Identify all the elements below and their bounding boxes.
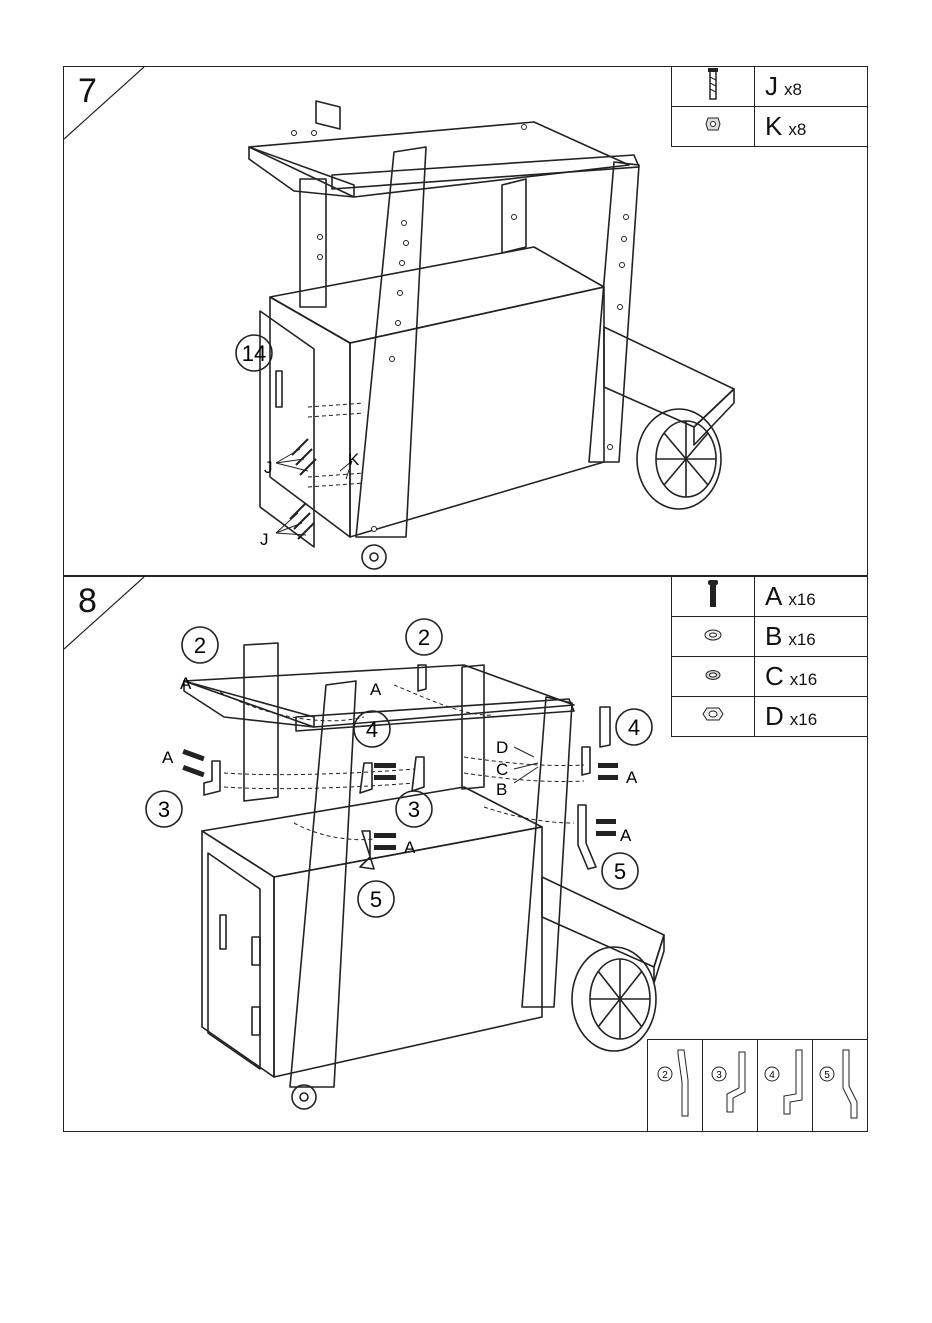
bracket-2-icon [678, 1050, 688, 1116]
cabinet-front [350, 287, 604, 537]
bracket-3-icon [727, 1052, 745, 1112]
hardware-label-a: A [626, 768, 638, 787]
caster-hub [370, 553, 378, 561]
nut-callout-k: K [348, 450, 360, 469]
hardware-label-a: A [620, 826, 632, 845]
hinge-assembly-lines [308, 403, 364, 487]
front-right-upright [522, 697, 572, 1007]
bracket-legend-number: 3 [716, 1070, 722, 1081]
handle-bracket [316, 101, 340, 129]
bracket-legend-row: 2 3 4 5 [648, 1040, 868, 1132]
bracket-4-center [360, 763, 372, 793]
cabinet-side [202, 831, 274, 1077]
bracket-legend-number: 2 [662, 1070, 668, 1081]
top-front-rail [332, 155, 639, 189]
bracket-5-callout: 5 [614, 859, 626, 884]
door-latch [220, 915, 226, 949]
hardware-label-c: C [496, 760, 508, 779]
bracket-4-callout: 4 [366, 717, 378, 742]
hardware-label-a: A [180, 674, 192, 693]
bracket-5-right [578, 805, 596, 869]
top-front-rail [296, 699, 574, 731]
hardware-label-b: B [496, 780, 507, 799]
bottom-tray-lip [694, 389, 734, 445]
bracket-4-icon [784, 1050, 802, 1114]
door-hinge [252, 1007, 260, 1035]
bracket-legend-number: 5 [824, 1070, 830, 1081]
cabinet-top [270, 247, 604, 343]
part-number-callout: 14 [242, 341, 266, 366]
bracket-3-center [412, 757, 424, 791]
front-left-upright [290, 681, 356, 1087]
bolt-callout-j: J [264, 458, 273, 477]
bracket-4-right [582, 747, 590, 775]
bracket-5-callout: 5 [370, 887, 382, 912]
bracket-3-left [204, 761, 220, 795]
door-latch [276, 371, 282, 407]
bolts-j [290, 439, 316, 539]
bracket-5-icon [843, 1050, 857, 1118]
bracket-2-right [418, 665, 426, 691]
bracket-3-callout: 3 [408, 797, 420, 822]
cabinet-door [260, 311, 314, 547]
bracket-legend-cell: 4 [758, 1040, 813, 1132]
hardware-label-a: A [370, 680, 382, 699]
hardware-label-d: D [496, 738, 508, 757]
bracket-legend-cell: 5 [813, 1040, 868, 1132]
step-7-drawing: 14 J J K [64, 67, 869, 577]
bolts-a [182, 749, 618, 850]
caster-hub [300, 1093, 308, 1101]
bracket-legend-number: 4 [769, 1070, 775, 1081]
front-right-upright [589, 162, 639, 462]
bracket-4-right-upper [600, 707, 610, 747]
bracket-3-callout: 3 [158, 797, 170, 822]
wheel-spokes [590, 959, 650, 1039]
bracket-4-callout: 4 [628, 715, 640, 740]
front-left-upright [356, 147, 426, 537]
bracket-legend: 2 3 4 5 [647, 1039, 868, 1132]
hardware-label-a: A [162, 748, 174, 767]
hardware-label-a: A [404, 838, 416, 857]
bracket-2-callout: 2 [194, 633, 206, 658]
caster-wheel [292, 1085, 316, 1109]
bottom-tray [604, 327, 734, 427]
bracket-2-callout: 2 [418, 625, 430, 650]
bolt-callout-j: J [260, 530, 269, 549]
rear-right-post [462, 665, 484, 789]
cabinet-front [274, 827, 542, 1077]
bracket-legend-cell: 3 [703, 1040, 758, 1132]
bottom-tray-lip [654, 935, 664, 983]
door-hinge [252, 937, 260, 965]
bracket-legend-cell: 2 [648, 1040, 703, 1132]
bracket-5-center [360, 831, 374, 869]
step-7-panel: 7 Jx8 Kx8 [63, 66, 868, 576]
caster-wheel [362, 545, 386, 569]
